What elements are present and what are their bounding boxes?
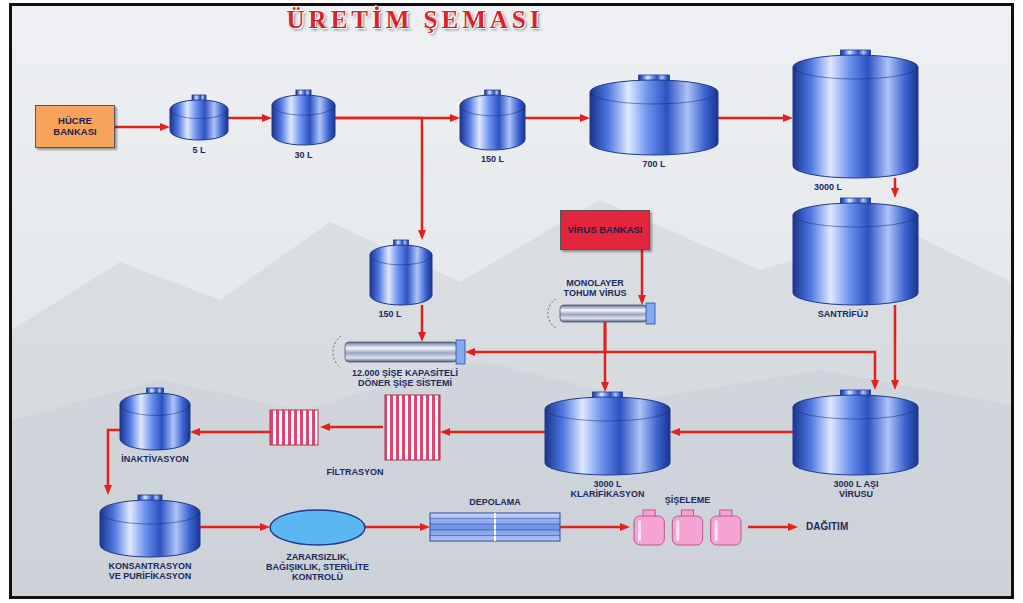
flow-arrow: [894, 178, 897, 190]
node-label-block: 700 L: [590, 159, 718, 169]
filter-units: FİLTRASYON: [270, 395, 440, 460]
node-label: DEPOLAMA: [469, 497, 521, 507]
flow-arrow: [641, 250, 644, 297]
node-label: ŞİŞELEME: [665, 495, 711, 505]
quality-control-ellipse: ZARARSIZLIK, BAĞIŞIKLIK, STERİLİTE KONTR…: [270, 510, 365, 545]
tank: 3000 L: [793, 50, 918, 178]
node-label-block: 3000 L KLARİFİKASYON: [565, 479, 650, 499]
flow-arrow: [421, 305, 424, 334]
free-label: DAĞITIM: [806, 521, 848, 532]
box-text: HÜCRE BANKASI: [36, 116, 114, 138]
node-label: İNAKTİVASYON: [121, 454, 188, 464]
node-label: 3000 L: [814, 182, 842, 192]
flow-arrow: [335, 118, 422, 232]
tank-shape: [170, 95, 228, 140]
node-label-block: 5 L: [170, 145, 228, 155]
node-label: FİLTRASYON: [327, 467, 384, 477]
tank-shape: [545, 392, 670, 475]
seed-virus-tube: MONOLAYER TOHUM VİRUS: [560, 305, 655, 322]
node-label: KONSANTRASYON VE PURİFİKASYON: [108, 561, 191, 581]
hills-watermark: [12, 360, 1011, 596]
centrifuge-tank: SANTRİFÜJ: [793, 198, 918, 305]
tube-shape: [345, 342, 465, 362]
tube-shape: [560, 305, 655, 322]
ellipse-shape: [270, 510, 365, 545]
node-label-block: DEPOLAMA: [430, 497, 560, 507]
flow-arrow: [525, 117, 582, 120]
flow-arrow: [198, 431, 270, 434]
clarification-tank: 3000 L KLARİFİKASYON: [545, 392, 670, 475]
node-label-block: 30 L: [272, 150, 335, 160]
flow-arrow: [108, 430, 120, 487]
node-label: MONOLAYER TOHUM VİRUS: [564, 278, 627, 298]
tank-shape: [460, 90, 525, 150]
tank-shape: [120, 388, 190, 450]
node-label-block: 12.000 ŞİŞE KAPASİTELİ DÖNER ŞİŞE SİSTEM…: [337, 368, 473, 388]
bottling-bottles: ŞİŞELEME: [630, 510, 745, 545]
tank-shape: [793, 198, 918, 305]
inactivation-tank: İNAKTİVASYON: [120, 388, 190, 450]
node-label: 12.000 ŞİŞE KAPASİTELİ DÖNER ŞİŞE SİSTEM…: [352, 368, 458, 388]
node-label-block: 150 L: [460, 154, 525, 164]
node-label-block: ŞİŞELEME: [630, 495, 745, 505]
flow-arrow: [365, 526, 422, 529]
cell-bank-box: HÜCRE BANKASI: [35, 105, 115, 148]
flow-arrow: [228, 117, 264, 120]
purification-tank: KONSANTRASYON VE PURİFİKASYON: [100, 495, 200, 557]
node-label-block: KONSANTRASYON VE PURİFİKASYON: [105, 561, 195, 581]
tank-shape: [590, 75, 718, 155]
hills-watermark: [12, 200, 1011, 596]
tank: 150 L: [460, 90, 525, 150]
virus-bank-box: VİRUS BANKASI: [560, 210, 650, 250]
flow-arrow: [200, 526, 262, 529]
node-label: 5 L: [192, 145, 205, 155]
tank-shape: [793, 390, 918, 475]
tank: 5 L: [170, 95, 228, 140]
node-label: 150 L: [378, 309, 401, 319]
node-label: 700 L: [642, 159, 665, 169]
flow-arrow: [605, 322, 875, 382]
node-label-block: ZARARSIZLIK, BAĞIŞIKLIK, STERİLİTE KONTR…: [260, 552, 375, 582]
flow-arrow: [678, 431, 793, 434]
tank: 700 L: [590, 75, 718, 155]
node-label: 150 L: [481, 154, 504, 164]
node-label: 3000 L AŞI VİRUSU: [833, 479, 878, 499]
distribution-arrow: [748, 526, 790, 529]
diagram-title: ÜRETİM ŞEMASI: [250, 6, 580, 34]
node-label-block: 150 L: [368, 309, 412, 319]
node-label-block: İNAKTİVASYON: [115, 454, 195, 464]
node-label: 3000 L KLARİFİKASYON: [571, 479, 645, 499]
grid-shape: [430, 513, 560, 541]
tank-shape: [793, 50, 918, 178]
storage-rack: DEPOLAMA: [430, 513, 560, 541]
bottles-shape: [630, 510, 745, 545]
box-text: VİRUS BANKASI: [565, 225, 646, 236]
flow-arrow: [473, 322, 605, 352]
roller-bottle-system: 12.000 ŞİŞE KAPASİTELİ DÖNER ŞİŞE SİSTEM…: [345, 342, 465, 362]
flow-arrow: [894, 305, 897, 382]
node-label-block: SANTRİFÜJ: [808, 309, 878, 319]
tank-shape: [272, 90, 335, 145]
filter-shape: [270, 395, 440, 460]
node-label-block: MONOLAYER TOHUM VİRUS: [555, 278, 635, 298]
node-label-block: FİLTRASYON: [310, 467, 400, 477]
node-label: SANTRİFÜJ: [818, 309, 869, 319]
node-label-block: 3000 L: [798, 182, 858, 192]
tank: 150 L: [370, 240, 432, 305]
flow-arrow: [448, 431, 545, 434]
flow-arrow: [560, 526, 622, 529]
tank-shape: [100, 495, 200, 557]
node-label-block: 3000 L AŞI VİRUSU: [823, 479, 889, 499]
vaccine-virus-tank: 3000 L AŞI VİRUSU: [793, 390, 918, 475]
flow-arrow: [115, 126, 162, 129]
tank-shape: [370, 240, 432, 305]
node-label: 30 L: [294, 150, 312, 160]
node-label: ZARARSIZLIK, BAĞIŞIKLIK, STERİLİTE KONTR…: [266, 552, 369, 582]
flow-arrow: [718, 117, 785, 120]
tank: 30 L: [272, 90, 335, 145]
